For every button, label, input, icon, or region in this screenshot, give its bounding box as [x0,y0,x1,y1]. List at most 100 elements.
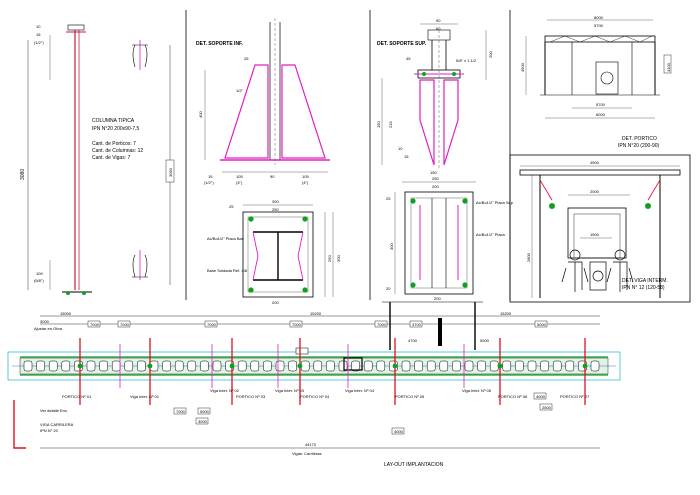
upper-support-p2: 200 [432,184,439,189]
beam-h: 2800 [526,252,531,262]
upper-support-pl: 150 [430,170,437,175]
lower-support-plate-w: 300 [272,199,279,204]
layout-top-2: 15000 [60,311,72,316]
column-profile: IPN N°20 200x90-7,5 [92,126,140,132]
beam-mid: 2000 [590,189,600,194]
rail-block [162,360,171,372]
rail-block [414,360,423,372]
rail-block [300,360,310,372]
rail-block [426,360,436,372]
lower-support-plate-h: 250 [327,255,332,262]
portal-label-3: PORTICO Nº 03 [236,394,266,399]
upper-support-p5: 20 [386,286,391,291]
beam-side: 1500 [590,232,600,237]
rail-block [401,360,411,372]
rail-block [288,360,297,372]
rail-block [439,360,449,372]
rail-block [565,360,575,372]
beam-detail: 4500 2000 1500 2800 DET. VIGA INTERM. IP… [519,160,681,298]
lower-support-offset: 25 [229,204,234,209]
portal-subtitle: IPN N°20 (200-90) [618,143,660,149]
upper-support-title: DET. SOPORTE SUP. [377,41,427,47]
portal-marker-node [392,363,398,369]
rail-block [376,360,386,372]
layout-title: LAY-OUT IMPLANTACION [384,462,444,468]
portal-marker-node [497,363,503,369]
layout-span-4: 7000 [377,322,387,327]
layout-span-3: 7000 [292,322,302,327]
layout-span-1: 7000 [120,322,130,327]
rail-block [111,360,121,372]
layout-top-0: 3000 [40,319,50,324]
portal-h: 4500 [520,62,525,72]
rail-block [237,360,247,372]
rail-block [489,360,499,372]
layout-plan: 3000 15000 15200 15200 Ajustar en Obra 7… [7,301,621,468]
rail-block [313,360,323,372]
rail-block [61,360,71,372]
rail-block [275,360,285,372]
rail-block [502,360,512,372]
lower-support-dim-w-in2: (4") [302,180,309,185]
upper-support-side2: 215 [388,121,393,128]
column-total-height: 3080 [20,169,26,180]
rail-block [477,360,486,372]
upper-support-p3: 300 [389,243,394,250]
beam-top: 4500 [590,160,600,165]
rail-block [124,360,134,372]
rail-block [351,360,360,372]
layout-bottom-4: 4000 [536,394,546,399]
rail-block [23,360,33,372]
upper-support-p4: 25 [386,196,391,201]
beam-label-1: Viga Inter. Nº 01 [130,394,160,399]
upper-support-p1: 250 [432,176,439,181]
column-dim-d1: 10 [36,24,41,29]
rail-block [515,360,524,372]
rail-block [540,360,549,372]
portal-marker-node [77,363,83,369]
beam-markers [119,344,465,388]
column-dim-d4: (5/8") [34,278,44,283]
rail-blocks [23,360,600,372]
upper-support-top2: 60 [436,26,441,31]
portal-label-4: PORTICO Nº 04 [300,394,330,399]
rail-block [326,360,335,372]
lower-support-plate-w2: 250 [272,207,279,212]
layout-span-5: 4700 [412,322,422,327]
layout-bottom-2: 3000 [198,419,208,424]
rail-block [99,360,108,372]
upper-support-top1: 90 [436,18,441,23]
lower-support-dim-t2: (1/2") [204,180,214,185]
portal-label-7: PORTICO Nº 07 [560,394,590,399]
rail-block [452,360,461,372]
rail-block [552,360,562,372]
panel-frames [185,10,691,303]
rail-block [174,360,184,372]
rail-block [200,360,209,372]
lower-support-dim-h: 400 [198,111,203,118]
beam-label-3: Viga Inter. Nº 03 [275,388,305,393]
layout-span-6: 5000 [537,322,547,327]
portal-top1: 8000 [594,15,604,20]
rail-block [137,360,146,372]
upper-support-detail: DET. SOPORTE SUP. 90 60 45 5/8" x 1 1/2 … [376,18,514,301]
upper-support-w-mid: 45 [406,56,411,61]
column-dim-d3: (1/2") [34,40,44,45]
column-detail: 10 15 (1/2") (5/8") 100 3080 3050 COLUMN… [20,24,175,295]
portal-b2: 6000 [596,112,606,117]
portal-label-5: PORTICO Nº 05 [395,394,425,399]
layout-bottom-1: 5000 [200,409,210,414]
layout-bottom-0: 7000 [176,409,186,414]
portal-markers [77,338,588,405]
layout-span-2: 7000 [207,322,217,327]
layout-side-note: Ajustar en Obra [34,326,63,331]
layout-note-1: Ver detalle Enc. [40,408,68,413]
lower-support-dim-w3: 105 [302,174,309,179]
layout-dim-4700: 4700 [408,338,418,343]
portal-label-1: PORTICO Nº 01 [62,394,92,399]
rail-block [527,360,537,372]
beam-title: DET. VIGA INTERM. [622,278,668,284]
rail-block [338,360,348,372]
lower-support-plate-h2: 300 [336,255,341,262]
